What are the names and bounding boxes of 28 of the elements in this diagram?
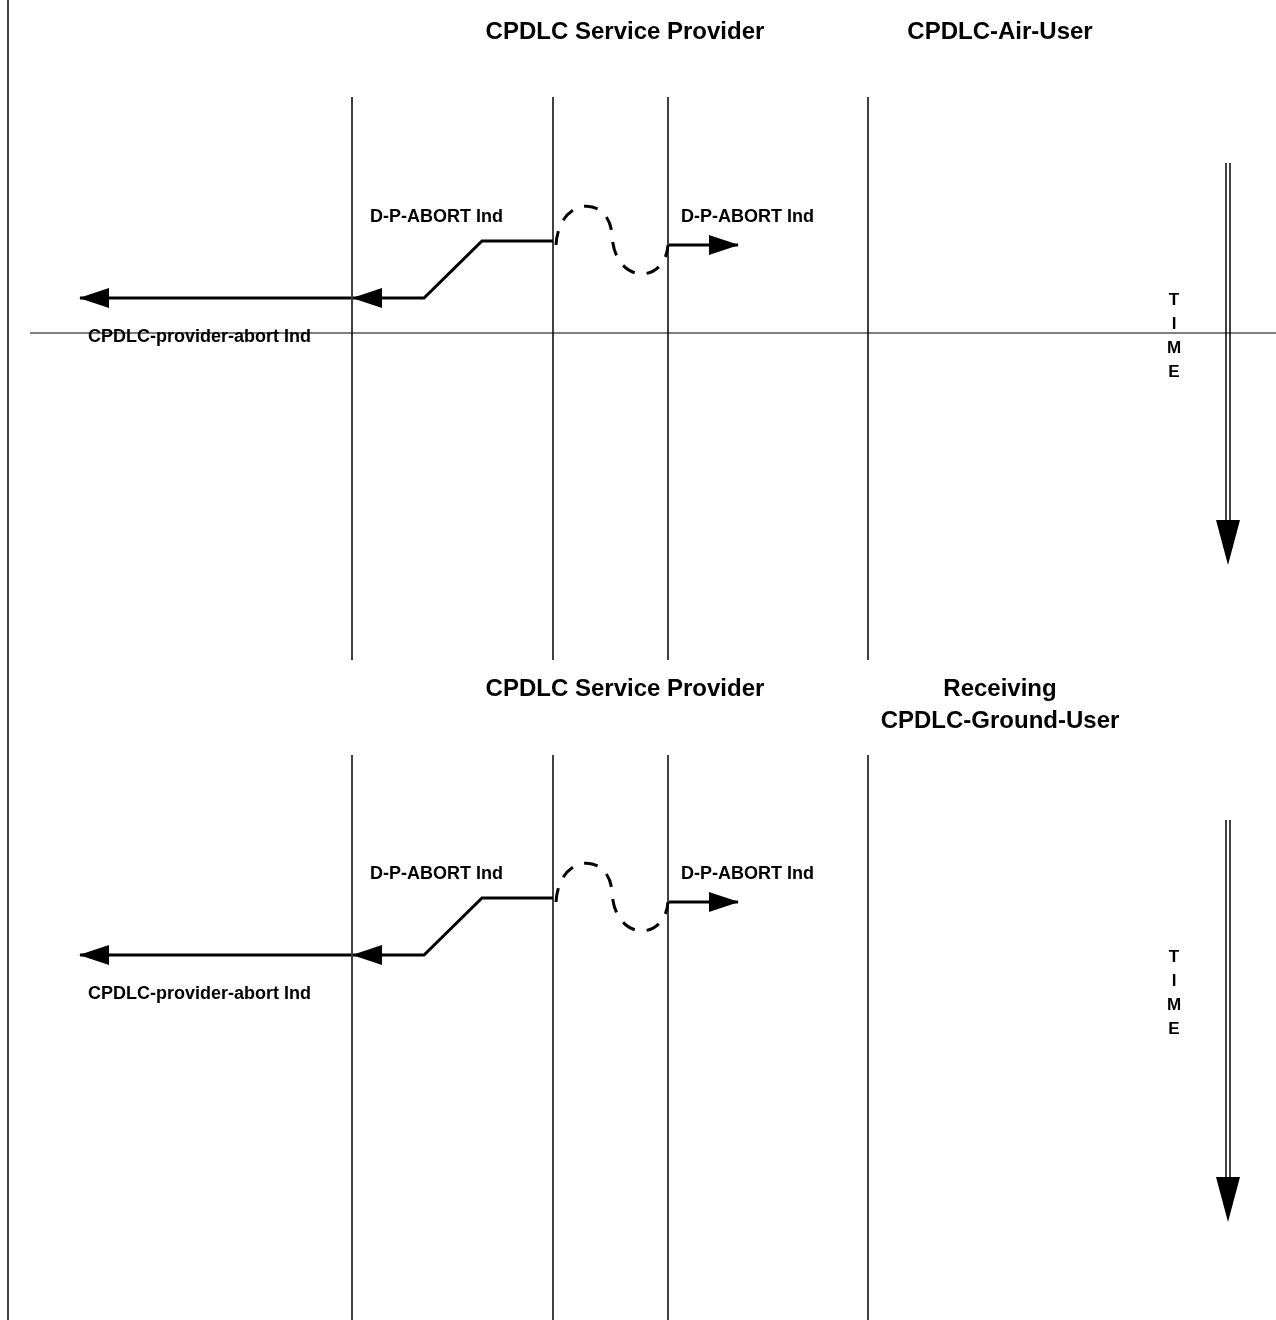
edge-label: D-P-ABORT Ind — [370, 863, 503, 884]
lifeline — [867, 754, 869, 1320]
lifeline — [351, 96, 353, 661]
lifeline-heading: Receiving CPDLC-Ground-User — [880, 672, 1120, 736]
arrow — [352, 239, 553, 308]
edge-label: CPDLC-provider-abort Ind — [88, 983, 311, 1004]
edge-label: D-P-ABORT Ind — [681, 206, 814, 227]
lifeline-heading: CPDLC Service Provider — [455, 15, 795, 47]
edge-label: CPDLC-provider-abort Ind — [88, 326, 311, 347]
arrow — [79, 288, 351, 308]
arrow — [669, 892, 739, 912]
lifeline-heading: CPDLC Service Provider — [455, 672, 795, 704]
lifeline — [667, 96, 669, 661]
lifeline — [552, 96, 554, 661]
lifeline — [351, 754, 353, 1320]
lifeline — [667, 754, 669, 1320]
lifeline — [552, 754, 554, 1320]
edge-label: D-P-ABORT Ind — [681, 863, 814, 884]
arrow — [352, 896, 553, 965]
axis-label: T I M E — [1166, 289, 1182, 383]
wavy-line — [554, 861, 670, 933]
axis-label: T I M E — [1166, 946, 1182, 1040]
lifeline — [867, 96, 869, 661]
arrow — [669, 235, 739, 255]
wavy-line — [554, 204, 670, 276]
lifeline-heading: CPDLC-Air-User — [880, 15, 1120, 47]
edge-label: D-P-ABORT Ind — [370, 206, 503, 227]
arrow — [79, 945, 351, 965]
